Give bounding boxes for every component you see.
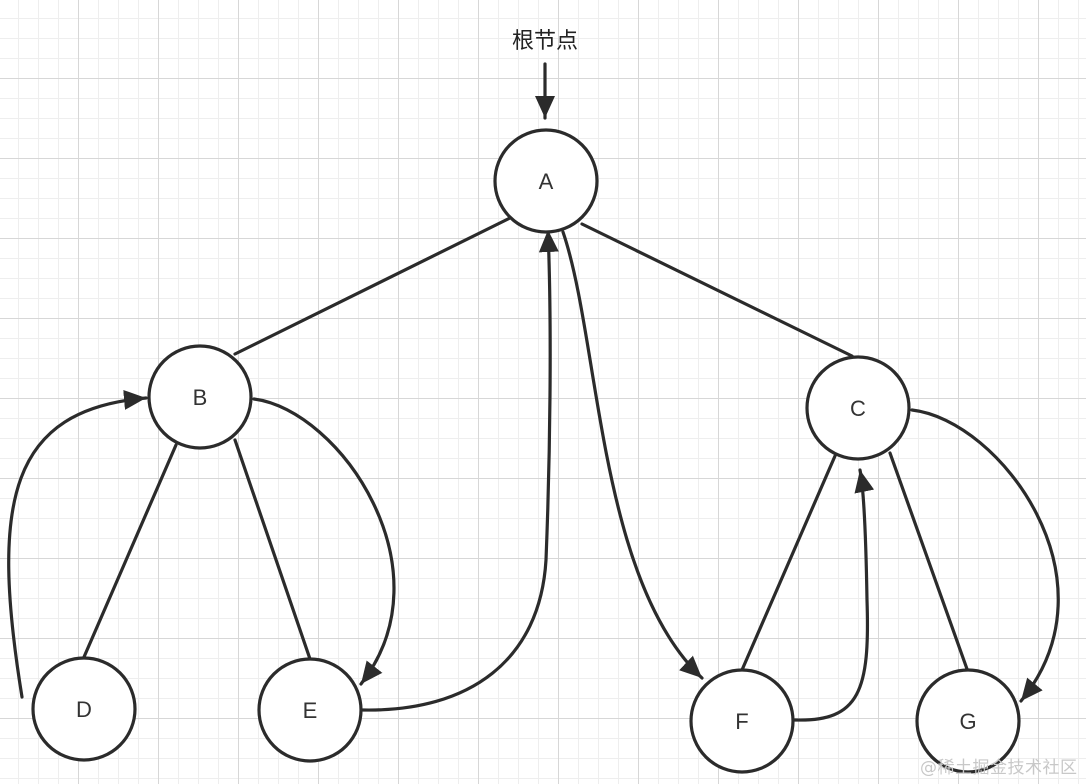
edge-a-b — [233, 216, 512, 356]
node-a: A — [493, 128, 599, 234]
node-d: D — [31, 656, 137, 762]
node-b-label: B — [193, 385, 208, 410]
arrow-a-to-f — [561, 230, 704, 680]
node-f-label: F — [735, 709, 748, 734]
node-b: B — [147, 344, 253, 450]
node-d-label: D — [76, 697, 92, 722]
node-e-label: E — [303, 698, 318, 723]
watermark: @稀土掘金技术社区 — [920, 758, 1078, 778]
arrow-e-to-a — [361, 228, 559, 712]
node-f: F — [689, 668, 795, 774]
arrow-c-to-g — [910, 408, 1060, 703]
node-g: G — [915, 668, 1021, 774]
arrow-b-to-e — [252, 397, 396, 686]
edge-c-g — [888, 451, 969, 671]
node-c-label: C — [850, 396, 866, 421]
arrow-f-to-c — [793, 468, 875, 722]
node-g-label: G — [959, 709, 976, 734]
node-c: C — [805, 355, 911, 461]
node-a-label: A — [539, 169, 554, 194]
node-e: E — [257, 657, 363, 763]
edge-c-f — [740, 454, 837, 672]
edge-a-c — [580, 222, 854, 358]
root-label: 根节点 — [512, 29, 578, 54]
arrow-d-to-b — [7, 389, 148, 699]
edge-b-d — [82, 443, 178, 659]
edge-b-e — [233, 438, 312, 661]
